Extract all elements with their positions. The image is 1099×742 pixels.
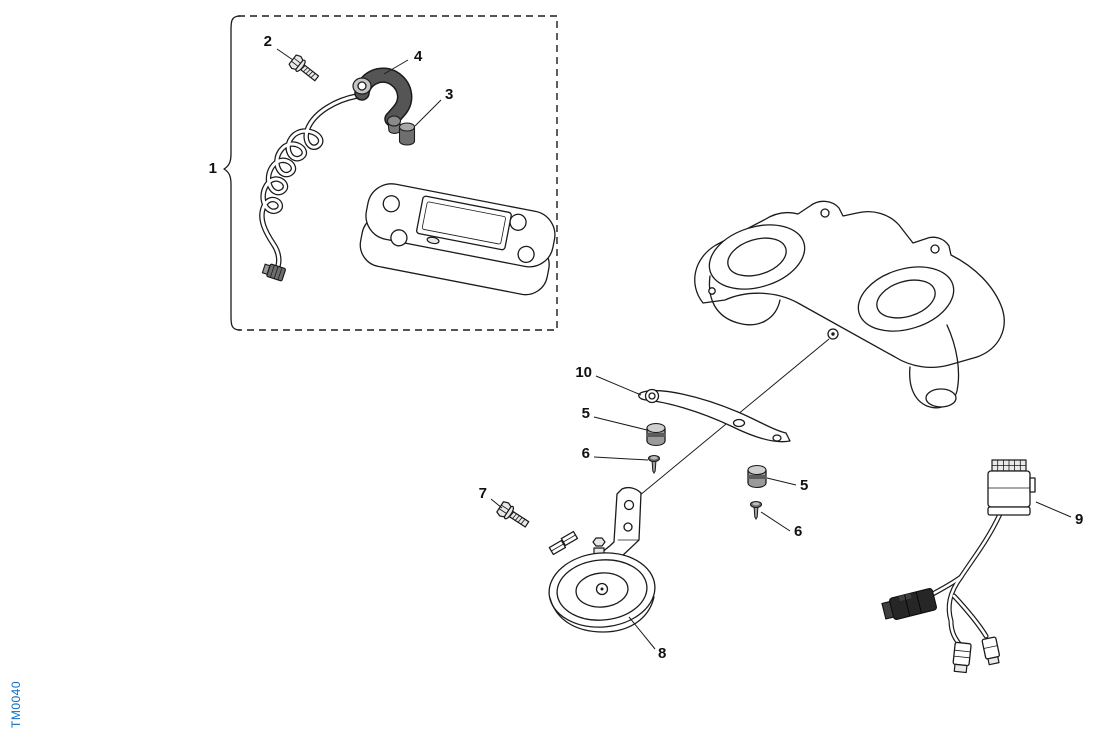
dashboard-button: [382, 195, 400, 213]
dashboard-unit: [359, 183, 556, 296]
callout-2: 2: [264, 33, 294, 61]
callout-1-label: 1: [209, 160, 217, 177]
horn-assembly: [548, 486, 656, 633]
leader-line: [383, 59, 409, 75]
harness-small-connector-b: [981, 636, 1000, 666]
callout-6-upper: 6: [582, 445, 649, 462]
sensor-screw: [288, 54, 320, 82]
callout-4-label: 4: [414, 48, 423, 65]
kit-brace: [223, 15, 241, 331]
damper-screw-upper: [647, 454, 661, 474]
callout-3: 3: [414, 86, 453, 127]
leader-line: [593, 416, 648, 431]
callout-2-label: 2: [264, 33, 272, 50]
callout-3-label: 3: [445, 86, 453, 103]
harness-main-connector: [987, 459, 1036, 516]
leader-line: [766, 477, 797, 486]
connector-latch: [1029, 477, 1036, 493]
callout-6-lower: 6: [760, 511, 802, 540]
horn-terminals: [548, 530, 579, 556]
dashed-border: [238, 15, 558, 331]
callout-6-lower-label: 6: [794, 523, 802, 540]
steering-stop-hole: [820, 208, 830, 218]
sensor-bushing: [398, 122, 416, 146]
callout-6-upper-label: 6: [582, 445, 590, 462]
steering-stop-hole: [930, 244, 940, 254]
instrument-bracket: [638, 388, 791, 443]
pinch-bolt: [708, 287, 716, 295]
damper-screw-lower: [749, 500, 763, 520]
drawing-code-watermark: TM0040: [9, 681, 23, 728]
bracket-bolt-hole: [623, 499, 635, 511]
leader-line: [276, 48, 294, 61]
wiring-harness: [881, 459, 1036, 674]
cable-connector: [261, 263, 286, 282]
leader-line: [593, 456, 649, 461]
callout-7: 7: [479, 485, 503, 509]
leader-line: [595, 375, 642, 396]
sensor-tip: [386, 115, 402, 127]
triple-clamp: [621, 200, 1005, 511]
callout-5-lower: 5: [766, 477, 808, 494]
harness-small-connector-a: [952, 641, 972, 674]
bracket-bolt-hole: [623, 522, 633, 532]
callout-8: 8: [628, 616, 666, 662]
rubber-damper-upper: [646, 422, 666, 447]
leader-line: [760, 511, 791, 532]
callout-5-upper: 5: [582, 405, 648, 431]
dashboard-button: [509, 213, 527, 231]
dashboard-button: [390, 229, 408, 247]
sensor-cable: [259, 93, 360, 282]
sensor-mount-hole: [357, 81, 367, 91]
assembly-axis-line: [621, 338, 830, 511]
kit-dashed-box: [223, 15, 558, 331]
leader-line: [1035, 501, 1072, 518]
horn-bolt: [496, 501, 530, 528]
callout-8-label: 8: [658, 645, 666, 662]
dashboard-logo: [426, 236, 440, 245]
callout-1: 1: [209, 160, 217, 177]
horn-nut: [592, 537, 606, 547]
callout-7-label: 7: [479, 485, 487, 502]
callout-10: 10: [575, 364, 642, 396]
leader-line: [490, 498, 503, 509]
dashboard-button: [517, 245, 535, 264]
callout-4: 4: [383, 48, 423, 75]
callout-9: 9: [1035, 501, 1083, 528]
callout-5-upper-label: 5: [582, 405, 590, 422]
callout-10-label: 10: [575, 364, 592, 381]
leader-line: [414, 99, 442, 127]
rubber-damper-lower: [747, 464, 767, 489]
leader-line: [628, 616, 656, 650]
callout-5-lower-label: 5: [800, 477, 808, 494]
harness-black-connector: [881, 588, 937, 620]
speed-sensor: [352, 67, 413, 134]
callout-9-label: 9: [1075, 511, 1083, 528]
bracket-hole: [732, 418, 746, 428]
